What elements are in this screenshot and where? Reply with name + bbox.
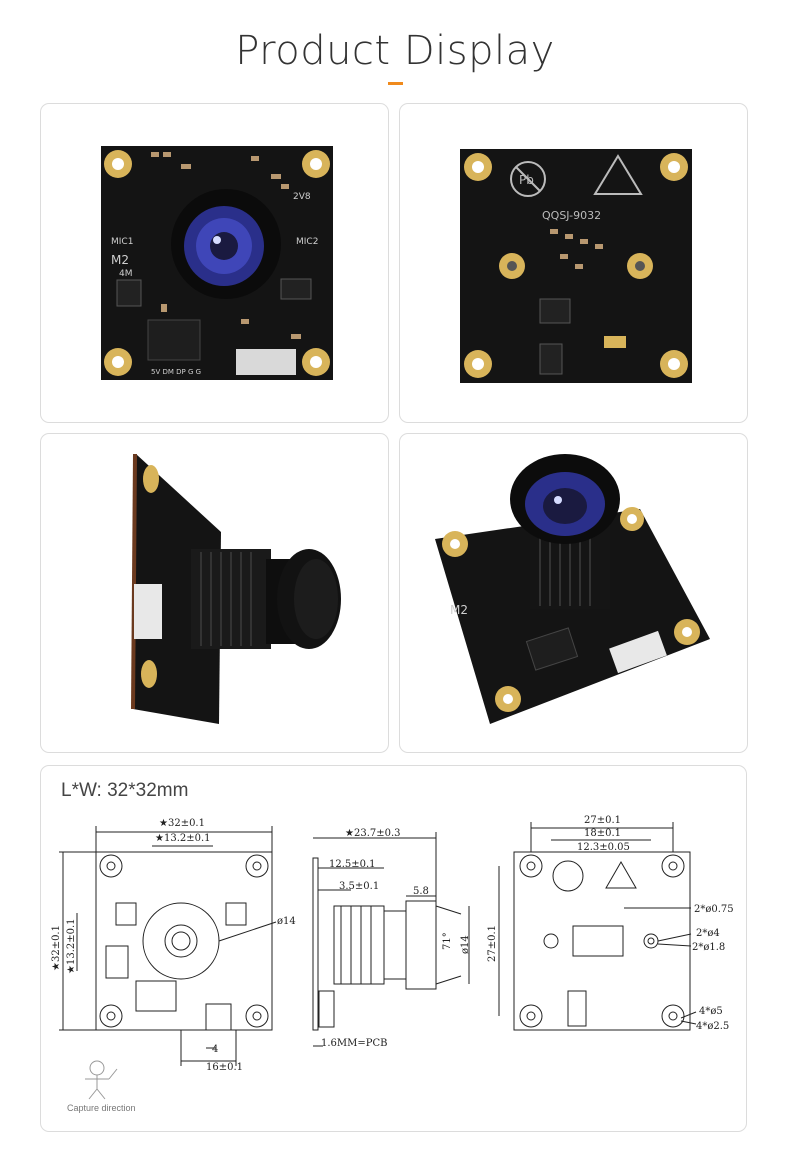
dim-back-hole2: 2*ø4 <box>696 928 720 939</box>
label-model-angled: M2 <box>450 603 468 617</box>
dim-back-hole1: 2*ø0.75 <box>694 904 734 915</box>
dim-side-diam: ø14 <box>460 935 471 954</box>
page-title: Product Display <box>235 28 555 74</box>
dim-side-c: 5.8 <box>413 886 429 897</box>
dim-front-pin: 4 <box>212 1044 219 1055</box>
capture-icon <box>85 1060 118 1100</box>
dim-front-inner: ★13.2±0.1 <box>155 833 211 844</box>
dimension-drawings: L*W: 32*32mm <box>40 765 747 1132</box>
dim-back-h: 27±0.1 <box>487 924 498 962</box>
label-pb: Pb <box>519 173 534 187</box>
dim-side-total: ★23.7±0.3 <box>345 828 401 839</box>
label-mic1: MIC1 <box>111 237 133 247</box>
title-underline <box>388 82 403 85</box>
dim-front-connector: 16±0.1 <box>206 1062 244 1073</box>
back-drawing <box>498 822 697 1031</box>
dim-side-pcb: 1.6MM=PCB <box>321 1038 388 1049</box>
dim-front-width: ★32±0.1 <box>159 818 205 829</box>
label-2v8: 2V8 <box>293 192 311 202</box>
dim-back-w2: 18±0.1 <box>584 828 622 839</box>
dim-side-a: 12.5±0.1 <box>329 859 376 870</box>
front-drawing <box>59 826 277 1066</box>
photo-back: Pb QQSJ-9032 <box>399 103 748 423</box>
label-pins: 5V DM DP G G <box>151 368 201 376</box>
label-model: M2 <box>111 253 129 267</box>
dim-back-hole3: 2*ø1.8 <box>692 942 726 953</box>
label-res: 4M <box>119 269 133 279</box>
capture-direction-label: Capture direction <box>67 1103 136 1113</box>
photo-side <box>40 433 389 753</box>
photo-angled: M2 <box>399 433 748 753</box>
dim-front-inner-v: ★13.2±0.1 <box>66 918 77 974</box>
dim-back-hole5: 4*ø2.5 <box>696 1021 730 1032</box>
label-model-back: QQSJ-9032 <box>542 209 601 222</box>
size-label: L*W: 32*32mm <box>61 780 189 801</box>
dim-side-b: 3.5±0.1 <box>339 881 380 892</box>
label-mic2: MIC2 <box>296 237 318 247</box>
photo-front: MIC1 MIC2 M2 4M 2V8 5V DM DP G G <box>40 103 389 423</box>
dim-back-hole4: 4*ø5 <box>699 1006 723 1017</box>
dim-back-w1: 27±0.1 <box>584 815 622 826</box>
side-drawing <box>312 832 470 1047</box>
dim-front-lens: ø14 <box>277 916 296 927</box>
dim-front-height: ★32±0.1 <box>51 925 62 971</box>
dim-side-angle: 71° <box>442 932 453 950</box>
dim-back-w3: 12.3±0.05 <box>577 842 630 853</box>
